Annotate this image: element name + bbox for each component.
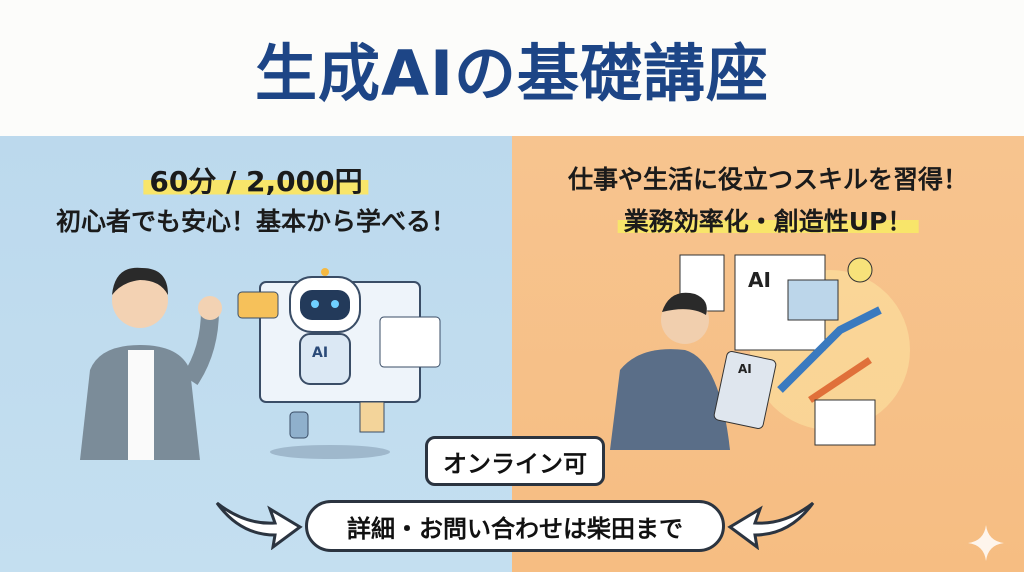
worker-illustration	[610, 254, 910, 450]
teacher-illustration	[80, 267, 222, 460]
document-ai-label: AI	[748, 268, 771, 292]
tagline-text: 初心者でも安心！基本から学べる！	[55, 207, 457, 236]
skill-text: 仕事や生活に役立つスキルを習得！	[567, 165, 969, 194]
price-highlight: 60分 / 2,000円	[143, 165, 369, 198]
sparkle-icon	[968, 525, 1004, 561]
online-badge: オンライン可	[425, 436, 605, 486]
tablet-ai-label: AI	[738, 362, 752, 376]
robot-ai-label: AI	[312, 345, 329, 361]
arrow-right-icon	[215, 501, 303, 550]
efficiency-text: 業務効率化・創造性UP！	[617, 202, 919, 238]
contact-banner: 詳細・お問い合わせは柴田まで	[305, 500, 725, 552]
efficiency-highlight: 業務効率化・創造性UP！	[617, 207, 919, 236]
page-title: 生成AIの基礎講座	[254, 37, 770, 110]
robot-illustration	[237, 268, 441, 459]
price-text: 60分 / 2,000円	[143, 160, 369, 200]
arrow-left-icon	[727, 501, 815, 550]
header: 生成AIの基礎講座	[0, 0, 1024, 136]
